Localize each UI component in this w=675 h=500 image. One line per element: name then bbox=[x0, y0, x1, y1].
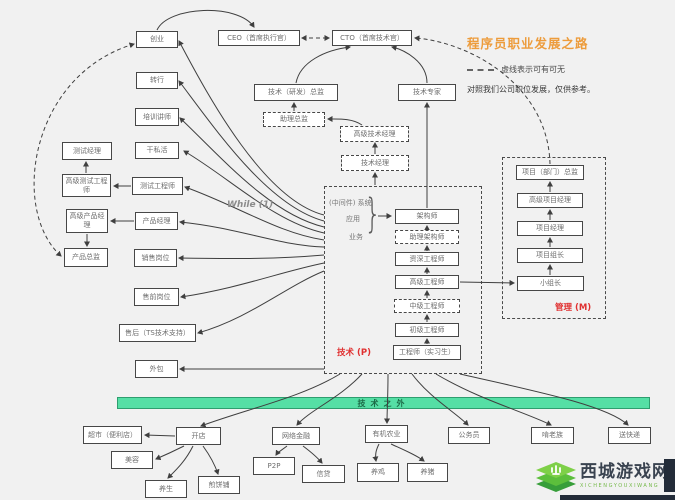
node-training-lecturer: 培训讲师 bbox=[135, 108, 179, 126]
node-intern-engineer: 工程师（实习生） bbox=[393, 345, 461, 360]
node-tech-expert: 技术专家 bbox=[398, 84, 456, 101]
node-senior-test-engineer: 高级测试工程师 bbox=[62, 174, 111, 197]
node-convenience-store: 超市（便利店） bbox=[83, 426, 142, 444]
outside-tech-bar: 技术之外 bbox=[117, 397, 650, 409]
node-senior-project-manager: 高级项目经理 bbox=[517, 193, 583, 208]
node-product-manager: 产品经理 bbox=[135, 212, 178, 230]
tech-track-container bbox=[324, 186, 482, 374]
node-wellness: 养生 bbox=[145, 480, 187, 498]
while-loop-label: While (1) bbox=[227, 200, 274, 210]
node-ceo: CEO（首席执行官） bbox=[218, 30, 300, 46]
node-outsourcing: 外包 bbox=[135, 360, 178, 378]
node-side-jobs: 干私活 bbox=[135, 142, 179, 159]
node-credit-loan: 信贷 bbox=[302, 465, 345, 483]
node-pancake-shop: 煎饼铺 bbox=[198, 476, 240, 494]
node-cto: CTO（首席技术官） bbox=[332, 30, 412, 46]
node-presales: 售前岗位 bbox=[134, 288, 179, 306]
architect-biz-label: 业务 bbox=[349, 233, 363, 241]
node-assistant-director: 助理总监 bbox=[263, 112, 325, 127]
node-tech-manager: 技术经理 bbox=[341, 155, 409, 171]
node-project-manager: 项目经理 bbox=[517, 221, 583, 236]
management-track-label: 管理 (M) bbox=[555, 303, 592, 313]
node-internet-finance: 网络金融 bbox=[272, 427, 320, 445]
legend-text: 虚线表示可有可无 bbox=[501, 65, 565, 74]
watermark-site-name: 西城游戏网 bbox=[580, 461, 670, 482]
node-neet: 啃老族 bbox=[531, 427, 574, 444]
page-title: 程序员职业发展之路 bbox=[467, 36, 589, 51]
node-raise-pigs: 养猪 bbox=[407, 463, 448, 482]
node-architect: 架构师 bbox=[395, 209, 459, 224]
reference-note: 对照我们公司职位发展，仅供参考。 bbox=[467, 85, 595, 94]
watermark-corner-bar-horizontal bbox=[560, 495, 675, 500]
node-test-engineer: 测试工程师 bbox=[132, 177, 183, 195]
node-sales: 销售岗位 bbox=[134, 249, 177, 267]
node-courier: 送快递 bbox=[608, 427, 651, 444]
node-project-dept-director: 项目（部门）总监 bbox=[516, 165, 584, 180]
watermark-site-slug: XICHENGYOUXIWANG bbox=[580, 482, 660, 489]
dashed-line-sample bbox=[467, 69, 494, 71]
node-senior-tech-manager: 高级技术经理 bbox=[340, 126, 409, 142]
node-tech-rd-director: 技术（研发）总监 bbox=[254, 84, 338, 101]
node-assistant-architect: 助理架构师 bbox=[395, 230, 459, 244]
brace-glyph: } bbox=[364, 191, 381, 237]
node-senior-engineer: 高级工程师 bbox=[395, 275, 459, 289]
node-p2p: P2P bbox=[253, 457, 295, 475]
management-track-container bbox=[502, 157, 606, 319]
watermark-logo-icon bbox=[536, 462, 576, 492]
node-aftersales: 售后（TS技术支持） bbox=[119, 324, 196, 342]
node-raise-chickens: 养鸡 bbox=[357, 463, 399, 482]
node-open-shop: 开店 bbox=[176, 427, 221, 445]
node-civil-servant: 公务员 bbox=[448, 427, 490, 444]
node-career-change: 转行 bbox=[136, 72, 178, 89]
watermark: 西城游戏网 XICHENGYOUXIWANG bbox=[536, 458, 670, 494]
architect-middleware-label: (中间件) 系统 bbox=[329, 199, 372, 207]
watermark-corner-bar-vertical bbox=[664, 459, 675, 492]
node-startup: 创业 bbox=[136, 31, 178, 48]
node-veteran-engineer: 资深工程师 bbox=[395, 252, 459, 266]
outside-tech-bar-label: 技术之外 bbox=[357, 398, 410, 408]
node-project-team-leader: 项目组长 bbox=[517, 248, 583, 263]
node-mid-engineer: 中级工程师 bbox=[394, 299, 460, 313]
tech-track-label: 技术 (P) bbox=[337, 348, 371, 358]
node-test-manager: 测试经理 bbox=[62, 142, 112, 160]
node-junior-engineer: 初级工程师 bbox=[395, 323, 459, 337]
node-product-director: 产品总监 bbox=[64, 248, 108, 267]
node-senior-product-manager: 高级产品经理 bbox=[66, 209, 108, 233]
node-team-leader: 小组长 bbox=[517, 276, 584, 291]
node-beauty-salon: 美容 bbox=[111, 451, 153, 469]
architect-app-label: 应用 bbox=[346, 215, 360, 223]
node-organic-farming: 有机农业 bbox=[365, 425, 408, 443]
